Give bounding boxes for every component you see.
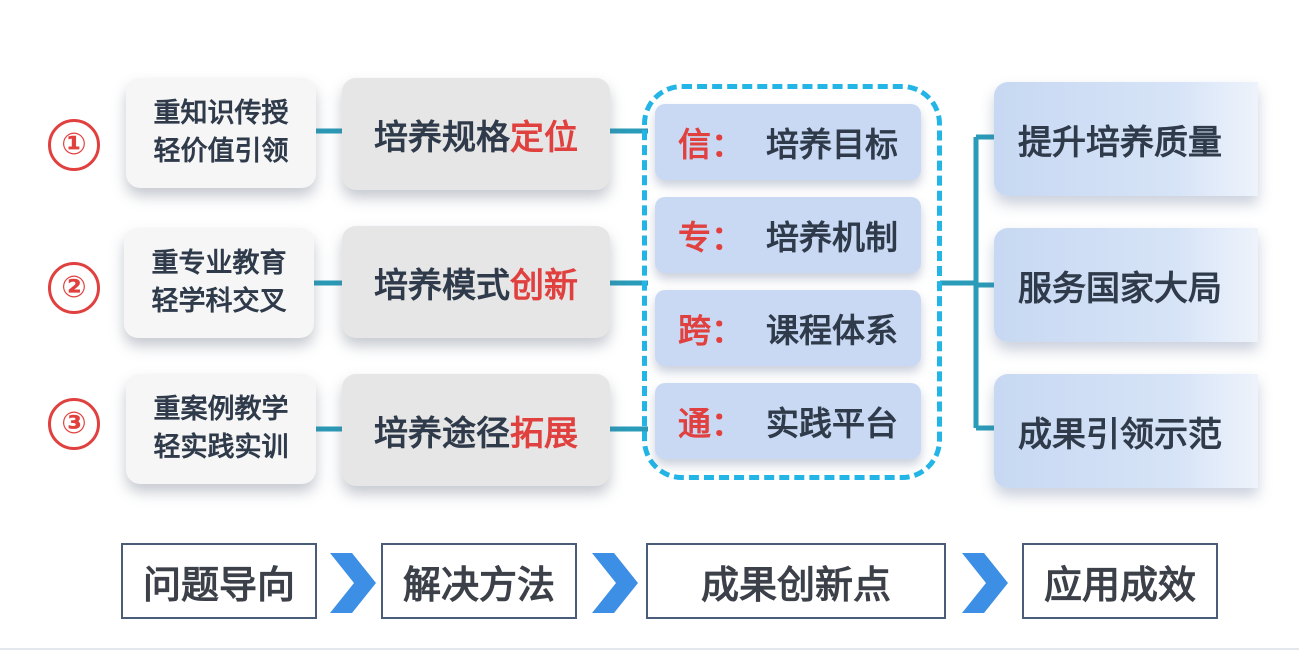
row-number-1: ① — [48, 119, 100, 171]
innovation-item-4: 通： 实践平台 — [655, 383, 921, 459]
row-number-2: ② — [48, 262, 100, 314]
innovation-separator: ： — [711, 125, 744, 164]
method-box-3: 培养途径拓展 — [342, 374, 610, 486]
problem-box-1: 重知识传授 轻价值引领 — [126, 78, 316, 188]
outcome-box-1: 提升培养质量 — [994, 82, 1258, 196]
outcome-box-2: 服务国家大局 — [994, 228, 1258, 342]
method-highlight: 拓展 — [510, 413, 578, 454]
innovation-key: 信 — [678, 125, 711, 164]
method-prefix: 培养途径 — [374, 413, 510, 454]
innovation-text: 课程体系 — [766, 311, 898, 350]
stage-label-2: 解决方法 — [381, 543, 577, 619]
innovation-separator: ： — [711, 404, 744, 443]
problem-box-2: 重专业教育 轻学科交叉 — [124, 228, 314, 338]
method-box-1: 培养规格定位 — [342, 78, 610, 190]
chevron-right-icon — [962, 553, 1008, 613]
stage-label-3: 成果创新点 — [646, 543, 946, 619]
innovation-text: 培养机制 — [766, 218, 898, 257]
problem-line-1: 重知识传授 — [153, 98, 289, 129]
innovation-separator: ： — [711, 218, 744, 257]
chevron-right-icon — [330, 553, 376, 613]
method-prefix: 培养模式 — [374, 265, 510, 306]
method-box-2: 培养模式创新 — [342, 226, 610, 338]
outcome-box-3: 成果引领示范 — [994, 374, 1258, 488]
problem-line-2: 轻学科交叉 — [151, 286, 287, 317]
row-number-3: ③ — [48, 398, 100, 450]
stage-label-1: 问题导向 — [121, 543, 317, 619]
innovation-item-1: 信： 培养目标 — [655, 104, 921, 180]
innovation-separator: ： — [711, 311, 744, 350]
innovation-item-3: 跨： 课程体系 — [655, 290, 921, 366]
innovation-key: 专 — [678, 218, 711, 257]
method-prefix: 培养规格 — [374, 117, 510, 158]
innovation-text: 实践平台 — [766, 404, 898, 443]
problem-line-1: 重案例教学 — [153, 394, 289, 425]
method-highlight: 定位 — [510, 117, 578, 158]
problem-box-3: 重案例教学 轻实践实训 — [126, 374, 316, 484]
method-highlight: 创新 — [510, 265, 578, 306]
chevron-right-icon — [592, 553, 638, 613]
innovation-text: 培养目标 — [766, 125, 898, 164]
bottom-divider — [0, 648, 1299, 650]
problem-line-2: 轻价值引领 — [153, 136, 289, 167]
innovation-item-2: 专： 培养机制 — [655, 197, 921, 273]
problem-line-2: 轻实践实训 — [153, 432, 289, 463]
innovation-key: 跨 — [678, 311, 711, 350]
stage-label-4: 应用成效 — [1022, 543, 1218, 619]
innovation-key: 通 — [678, 404, 711, 443]
innovation-group-frame — [642, 84, 942, 480]
problem-line-1: 重专业教育 — [151, 248, 287, 279]
